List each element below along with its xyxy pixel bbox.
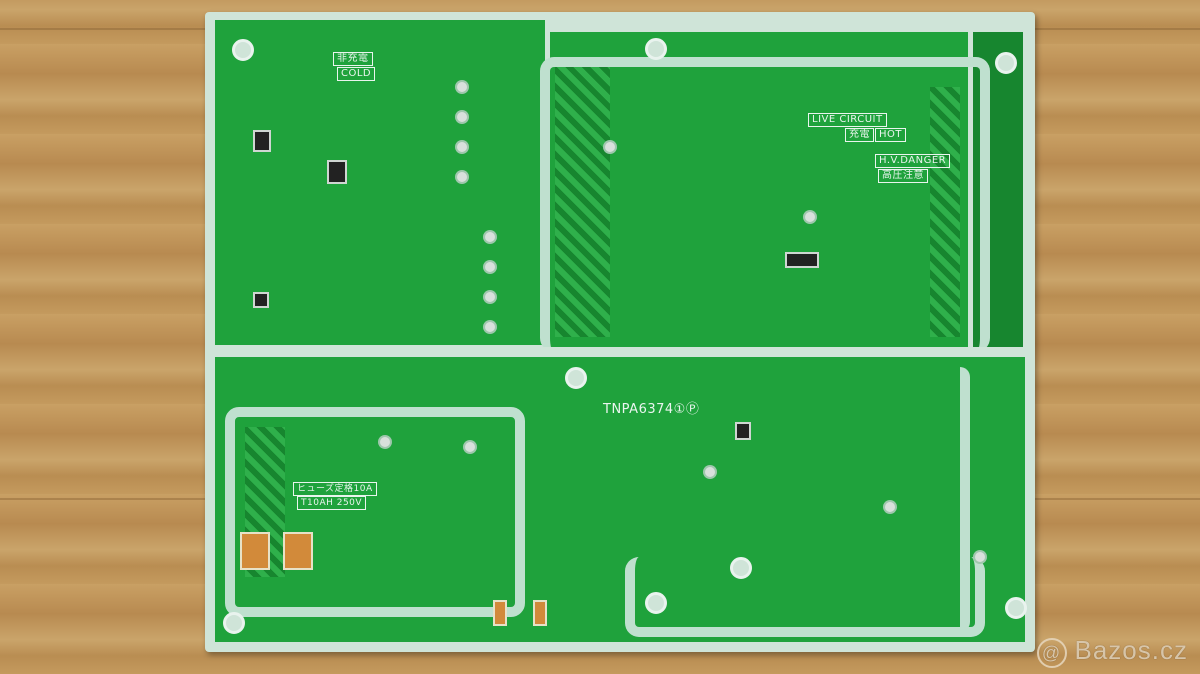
solder-pad xyxy=(805,212,815,222)
mounting-hole xyxy=(995,52,1017,74)
smd-ic xyxy=(253,292,269,308)
solder-pad xyxy=(605,142,615,152)
part-number-label: TNPA6374①Ⓟ xyxy=(600,402,702,417)
board-divider xyxy=(205,347,1035,357)
hot-section xyxy=(550,32,968,347)
fuse-rating-label: T10AH 250V xyxy=(297,496,367,510)
hatched-ground xyxy=(930,87,960,337)
smd-transistor xyxy=(327,160,347,184)
hot-label: HOT xyxy=(875,128,906,142)
fuse-pad xyxy=(240,532,270,570)
live-circuit-label: LIVE CIRCUIT xyxy=(808,113,887,127)
fuse-pad xyxy=(283,532,313,570)
hv-danger-jp-label: 高圧注意 xyxy=(878,169,928,183)
solder-pad xyxy=(485,322,495,332)
solder-pad xyxy=(380,437,390,447)
mounting-hole xyxy=(730,557,752,579)
hatched-ground xyxy=(555,67,610,337)
solder-pad xyxy=(885,502,895,512)
solder-pad xyxy=(457,82,467,92)
copper-pad xyxy=(533,600,547,626)
isolation-trace xyxy=(625,557,985,637)
hot-jp-label: 充電 xyxy=(845,128,874,142)
smd-transistor xyxy=(253,130,271,152)
solder-pad xyxy=(485,232,495,242)
mounting-hole xyxy=(232,39,254,61)
part-number: TNPA6374 xyxy=(603,402,674,417)
hv-danger-label: H.V.DANGER xyxy=(875,154,951,168)
mounting-hole xyxy=(565,367,587,389)
watermark: @Bazos.cz xyxy=(1036,635,1189,668)
copper-pad xyxy=(493,600,507,626)
watermark-text: Bazos.cz xyxy=(1074,635,1188,665)
solder-pad xyxy=(485,292,495,302)
cold-label: COLD xyxy=(337,67,376,81)
revision-mark: Ⓟ xyxy=(685,402,700,417)
solder-pad xyxy=(705,467,715,477)
smd-ic xyxy=(785,252,819,268)
bottom-section xyxy=(215,357,1025,642)
cold-section xyxy=(215,20,545,345)
isolation-trace xyxy=(225,407,525,617)
revision-mark: ① xyxy=(673,402,686,417)
isolation-trace xyxy=(950,367,970,632)
solder-pad xyxy=(457,112,467,122)
mounting-hole xyxy=(645,38,667,60)
smd-ic xyxy=(735,422,751,440)
solder-pad xyxy=(465,442,475,452)
mounting-hole xyxy=(1005,597,1027,619)
fuse-jp-label: ヒューズ定格10A xyxy=(293,482,377,496)
watermark-at-icon: @ xyxy=(1036,638,1067,668)
solder-pad xyxy=(975,552,985,562)
solder-pad xyxy=(485,262,495,272)
mounting-hole xyxy=(223,612,245,634)
cold-jp-label: 非充電 xyxy=(333,52,373,66)
solder-pad xyxy=(457,172,467,182)
solder-pad xyxy=(457,142,467,152)
mounting-hole xyxy=(645,592,667,614)
isolation-trace xyxy=(540,57,990,352)
pcb-board: 非充電 COLD LIVE CIRCUIT 充電 HOT H.V.DANGER … xyxy=(205,12,1035,652)
